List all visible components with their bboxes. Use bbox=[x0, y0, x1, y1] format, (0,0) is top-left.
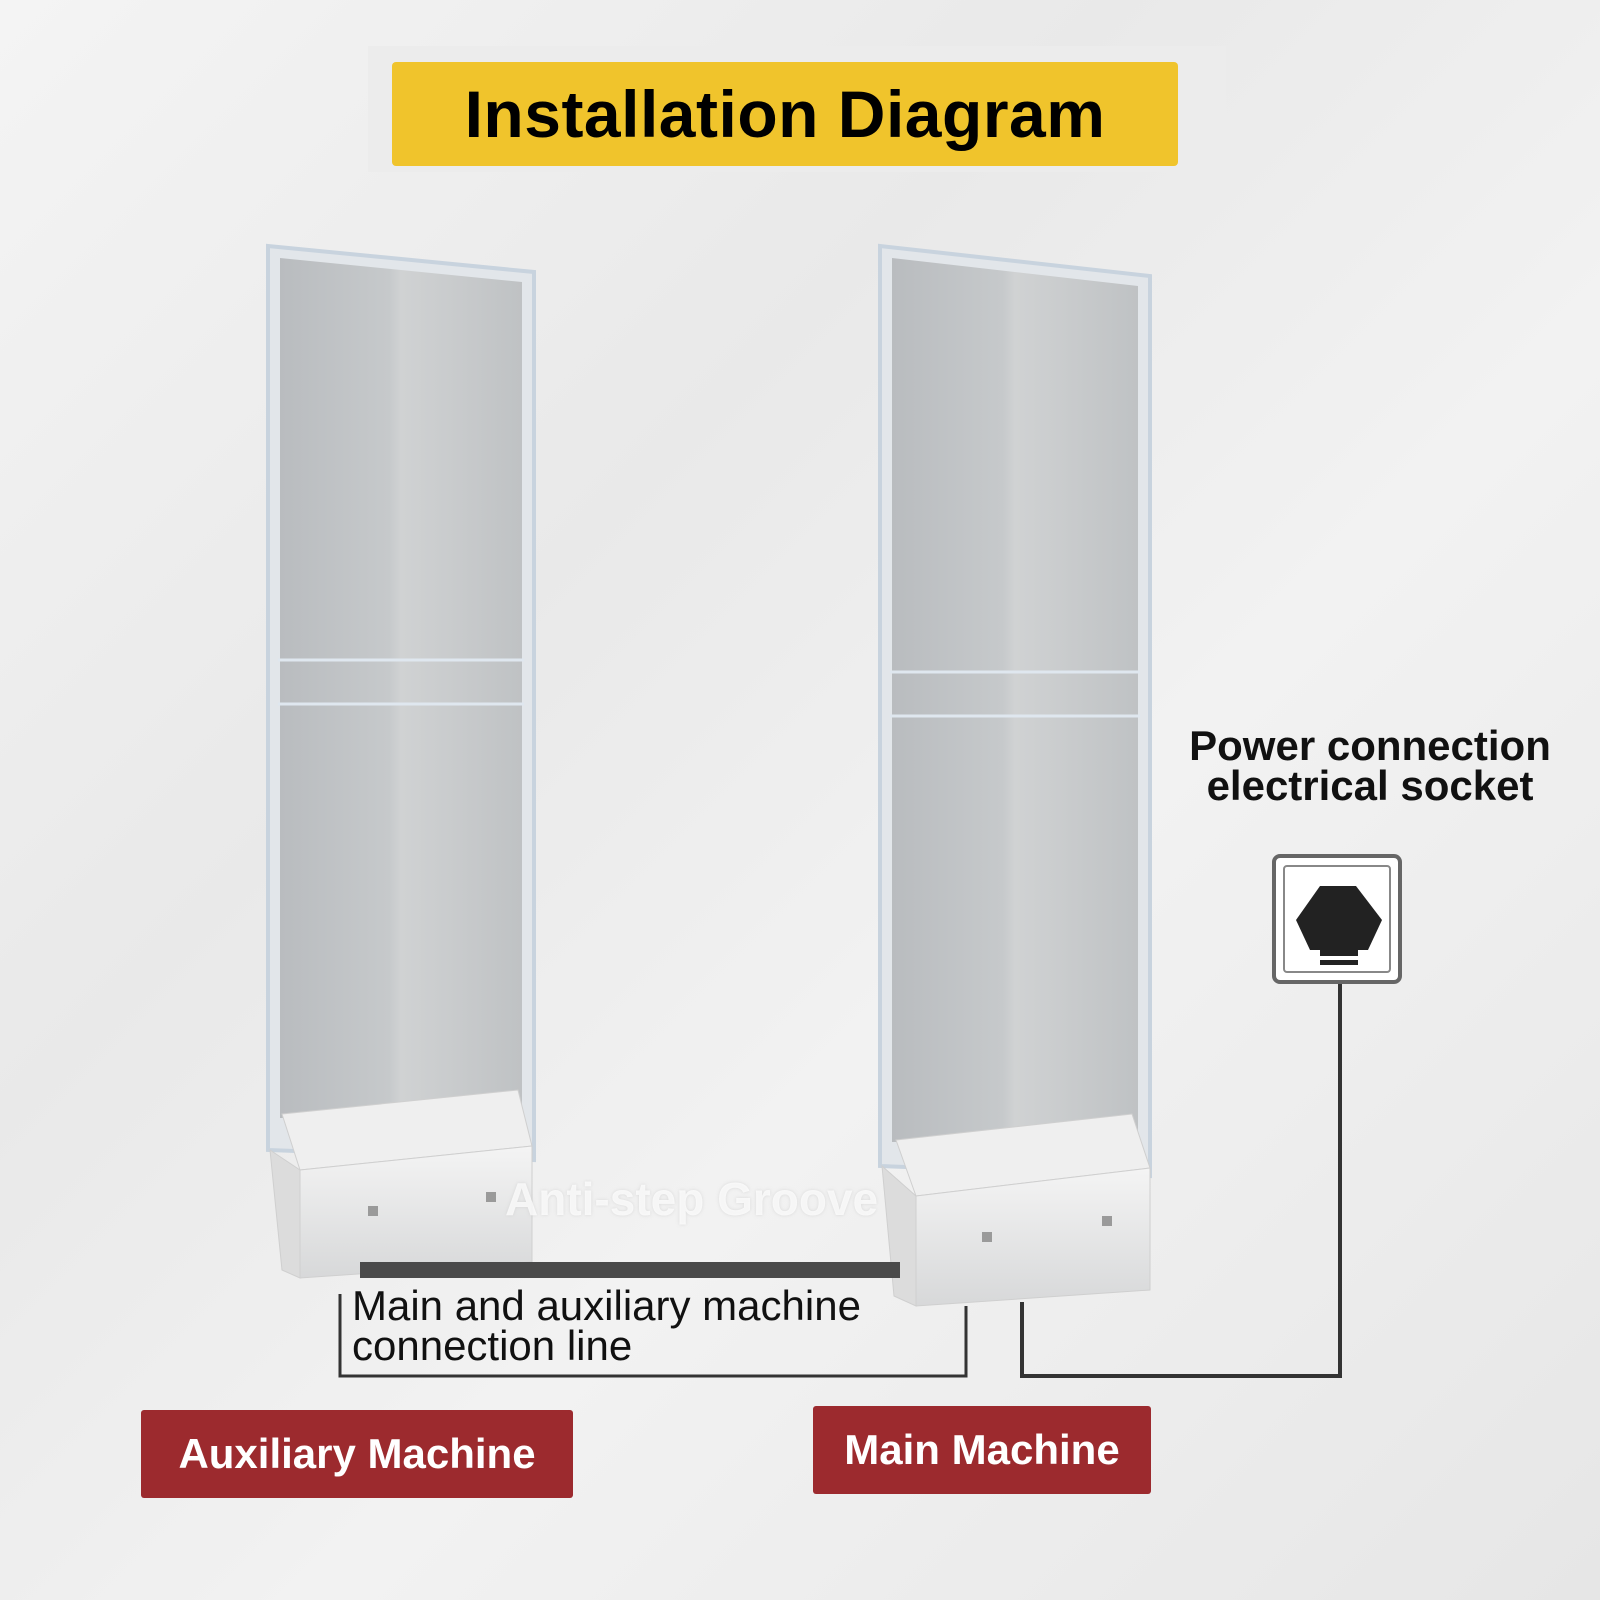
main-antenna bbox=[878, 243, 1152, 1307]
aux-base-side bbox=[269, 1148, 301, 1279]
auxiliary-machine-label: Auxiliary Machine bbox=[178, 1430, 536, 1477]
auxiliary-machine-badge: Auxiliary Machine bbox=[141, 1410, 573, 1498]
connection-line-label: Main and auxiliary machine connection li… bbox=[352, 1282, 861, 1369]
anti-step-groove-label: Anti-step Groove bbox=[505, 1173, 879, 1225]
diagram-title: Installation Diagram bbox=[464, 77, 1106, 151]
title-banner: Installation Diagram bbox=[392, 62, 1178, 166]
power-cable bbox=[1020, 966, 1342, 1378]
power-label-line1: Power connection bbox=[1189, 722, 1551, 769]
connection-label-line1: Main and auxiliary machine bbox=[352, 1282, 861, 1329]
power-connection-label: Power connection electrical socket bbox=[1150, 722, 1590, 809]
power-label-line2: electrical socket bbox=[1206, 762, 1534, 809]
connection-cable bbox=[360, 1262, 900, 1278]
main-glass bbox=[892, 258, 1138, 1142]
auxiliary-antenna bbox=[266, 243, 536, 1279]
aux-glass bbox=[280, 258, 522, 1118]
main-base-side bbox=[881, 1164, 917, 1307]
main-machine-label: Main Machine bbox=[844, 1426, 1120, 1473]
main-machine-badge: Main Machine bbox=[813, 1406, 1151, 1494]
power-socket-icon bbox=[1272, 854, 1402, 984]
connection-line-outline bbox=[338, 1294, 968, 1378]
connection-label-line2: connection line bbox=[352, 1322, 633, 1369]
